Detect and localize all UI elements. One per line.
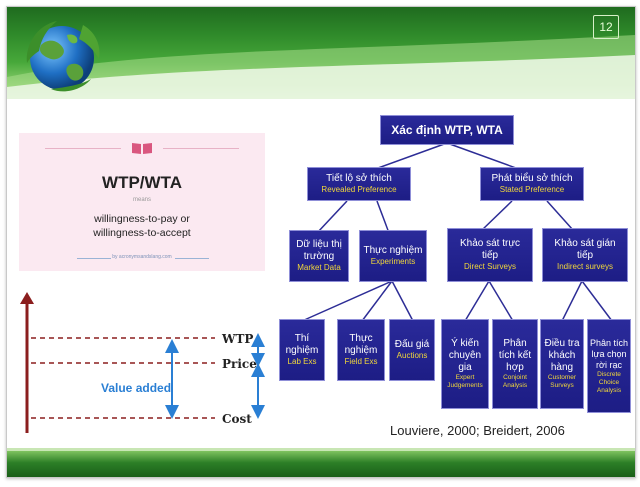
- stated-preference-vi: Phát biểu sở thích: [491, 173, 573, 184]
- direct-surveys-vi-line2: tiếp: [481, 250, 499, 261]
- auctions-en: Auctions: [396, 351, 428, 360]
- customer-vi-line1: Điều tra: [544, 338, 580, 349]
- expert-en-line2: Judgements: [447, 382, 483, 389]
- expert-judgements-node: Ý kiến chuyên gia Expert Judgements: [441, 319, 489, 409]
- direct-surveys-en: Direct Surveys: [463, 262, 516, 271]
- book-icon: [132, 143, 152, 154]
- price-label: Price: [222, 357, 257, 371]
- indirect-surveys-vi-line2: tiếp: [576, 250, 594, 261]
- field-experiments-node: Thực nghiệm Field Exs: [337, 319, 385, 381]
- conjoint-analysis-node: Phân tích kết hợp Conjoint Analysis: [492, 319, 538, 409]
- market-data-en: Market Data: [297, 263, 341, 272]
- market-data-vi-line2: trường: [303, 251, 335, 262]
- experiments-node: Thực nghiệm Experiments: [359, 230, 427, 282]
- lab-experiments-en: Lab Exs: [287, 357, 317, 366]
- revealed-preference-vi: Tiết lộ sở thích: [326, 173, 392, 184]
- discrete-choice-node: Phân tích lựa chọn rời rạc Discrete Choi…: [587, 319, 631, 413]
- discrete-en-line2: Choice: [598, 378, 620, 386]
- stated-preference-en: Stated Preference: [499, 185, 565, 194]
- market-data-vi-line1: Dữ liệu thị: [296, 239, 342, 250]
- revealed-preference-en: Revealed Preference: [321, 185, 397, 194]
- customer-surveys-node: Điều tra khách hàng Customer Surveys: [540, 319, 584, 409]
- direct-surveys-node: Khảo sát trực tiếp Direct Surveys: [447, 228, 533, 282]
- expert-vi-line3: gia: [458, 362, 472, 373]
- page-number: 12: [593, 15, 619, 39]
- card-source-divider-right: [175, 258, 209, 259]
- customer-en-line1: Customer: [547, 374, 577, 381]
- discrete-vi-line3: rời rạc: [596, 359, 622, 370]
- field-experiments-en: Field Exs: [344, 357, 378, 366]
- expert-vi-line1: Ý kiến: [451, 338, 479, 349]
- field-experiments-vi-line2: nghiệm: [344, 345, 378, 356]
- stated-preference-node: Phát biểu sở thích Stated Preference: [480, 167, 584, 201]
- slide-header: 12: [7, 7, 635, 99]
- customer-en-line2: Surveys: [550, 382, 574, 389]
- value-diagram: WTP Price Cost Value added: [20, 292, 265, 433]
- value-added-label: Value added: [101, 381, 171, 395]
- experiments-vi: Thực nghiệm: [363, 245, 423, 256]
- conjoint-en-line1: Conjoint: [503, 374, 527, 381]
- slide: 12 WTP/WTA means willingness-to-pay or w…: [6, 6, 636, 478]
- tree-root-title: Xác định WTP, WTA: [391, 123, 503, 137]
- field-experiments-vi-line1: Thực: [349, 333, 373, 344]
- tree-root-node: Xác định WTP, WTA: [380, 115, 514, 145]
- conjoint-vi-line3: hợp: [506, 362, 524, 373]
- indirect-surveys-node: Khảo sát gián tiếp Indirect surveys: [542, 228, 628, 282]
- customer-vi-line2: khách: [548, 350, 576, 361]
- definition-card: WTP/WTA means willingness-to-pay or will…: [19, 133, 265, 271]
- card-definition-line2: willingness-to-accept: [93, 227, 191, 239]
- header-wave-decoration: [7, 35, 635, 99]
- indirect-surveys-vi-line1: Khảo sát gián: [554, 238, 616, 249]
- card-source: by acronymsandslang.com: [112, 254, 172, 260]
- discrete-en-line3: Analysis: [596, 386, 622, 394]
- lab-experiments-vi-line2: nghiệm: [285, 345, 319, 356]
- card-divider-right: [163, 148, 239, 149]
- market-data-node: Dữ liệu thị trường Market Data: [289, 230, 349, 282]
- auctions-node: Đấu giá Auctions: [389, 319, 435, 381]
- experiments-en: Experiments: [370, 257, 416, 266]
- wtp-label: WTP: [221, 332, 253, 346]
- lab-experiments-vi-line1: Thí: [294, 333, 310, 344]
- expert-en-line1: Expert: [455, 374, 475, 381]
- revealed-preference-node: Tiết lộ sở thích Revealed Preference: [307, 167, 411, 201]
- value-axis-arrowhead: [20, 292, 34, 304]
- card-divider-left: [45, 148, 121, 149]
- card-definition-line1: willingness-to-pay or: [94, 213, 190, 225]
- discrete-vi-line2: lựa chọn: [591, 348, 627, 359]
- expert-vi-line2: chuyên: [448, 350, 482, 361]
- direct-surveys-vi-line1: Khảo sát trực: [459, 238, 521, 249]
- globe-logo-icon: [26, 21, 100, 92]
- discrete-vi-line1: Phân tích: [589, 337, 629, 348]
- slide-footer: [7, 451, 635, 477]
- discrete-en-line1: Discrete: [597, 370, 621, 378]
- indirect-surveys-en: Indirect surveys: [556, 262, 614, 271]
- card-source-divider-left: [77, 258, 111, 259]
- conjoint-vi-line1: Phân: [503, 338, 527, 349]
- auctions-vi: Đấu giá: [394, 339, 430, 350]
- card-means-label: means: [132, 197, 151, 203]
- cost-label: Cost: [222, 412, 252, 426]
- conjoint-vi-line2: tích kết: [498, 350, 532, 361]
- footer-divider: [7, 448, 635, 451]
- card-title: WTP/WTA: [102, 173, 182, 192]
- conjoint-en-line2: Analysis: [502, 382, 528, 389]
- customer-vi-line3: hàng: [550, 362, 574, 373]
- citation: Louviere, 2000; Breidert, 2006: [390, 423, 565, 438]
- lab-experiments-node: Thí nghiệm Lab Exs: [279, 319, 325, 381]
